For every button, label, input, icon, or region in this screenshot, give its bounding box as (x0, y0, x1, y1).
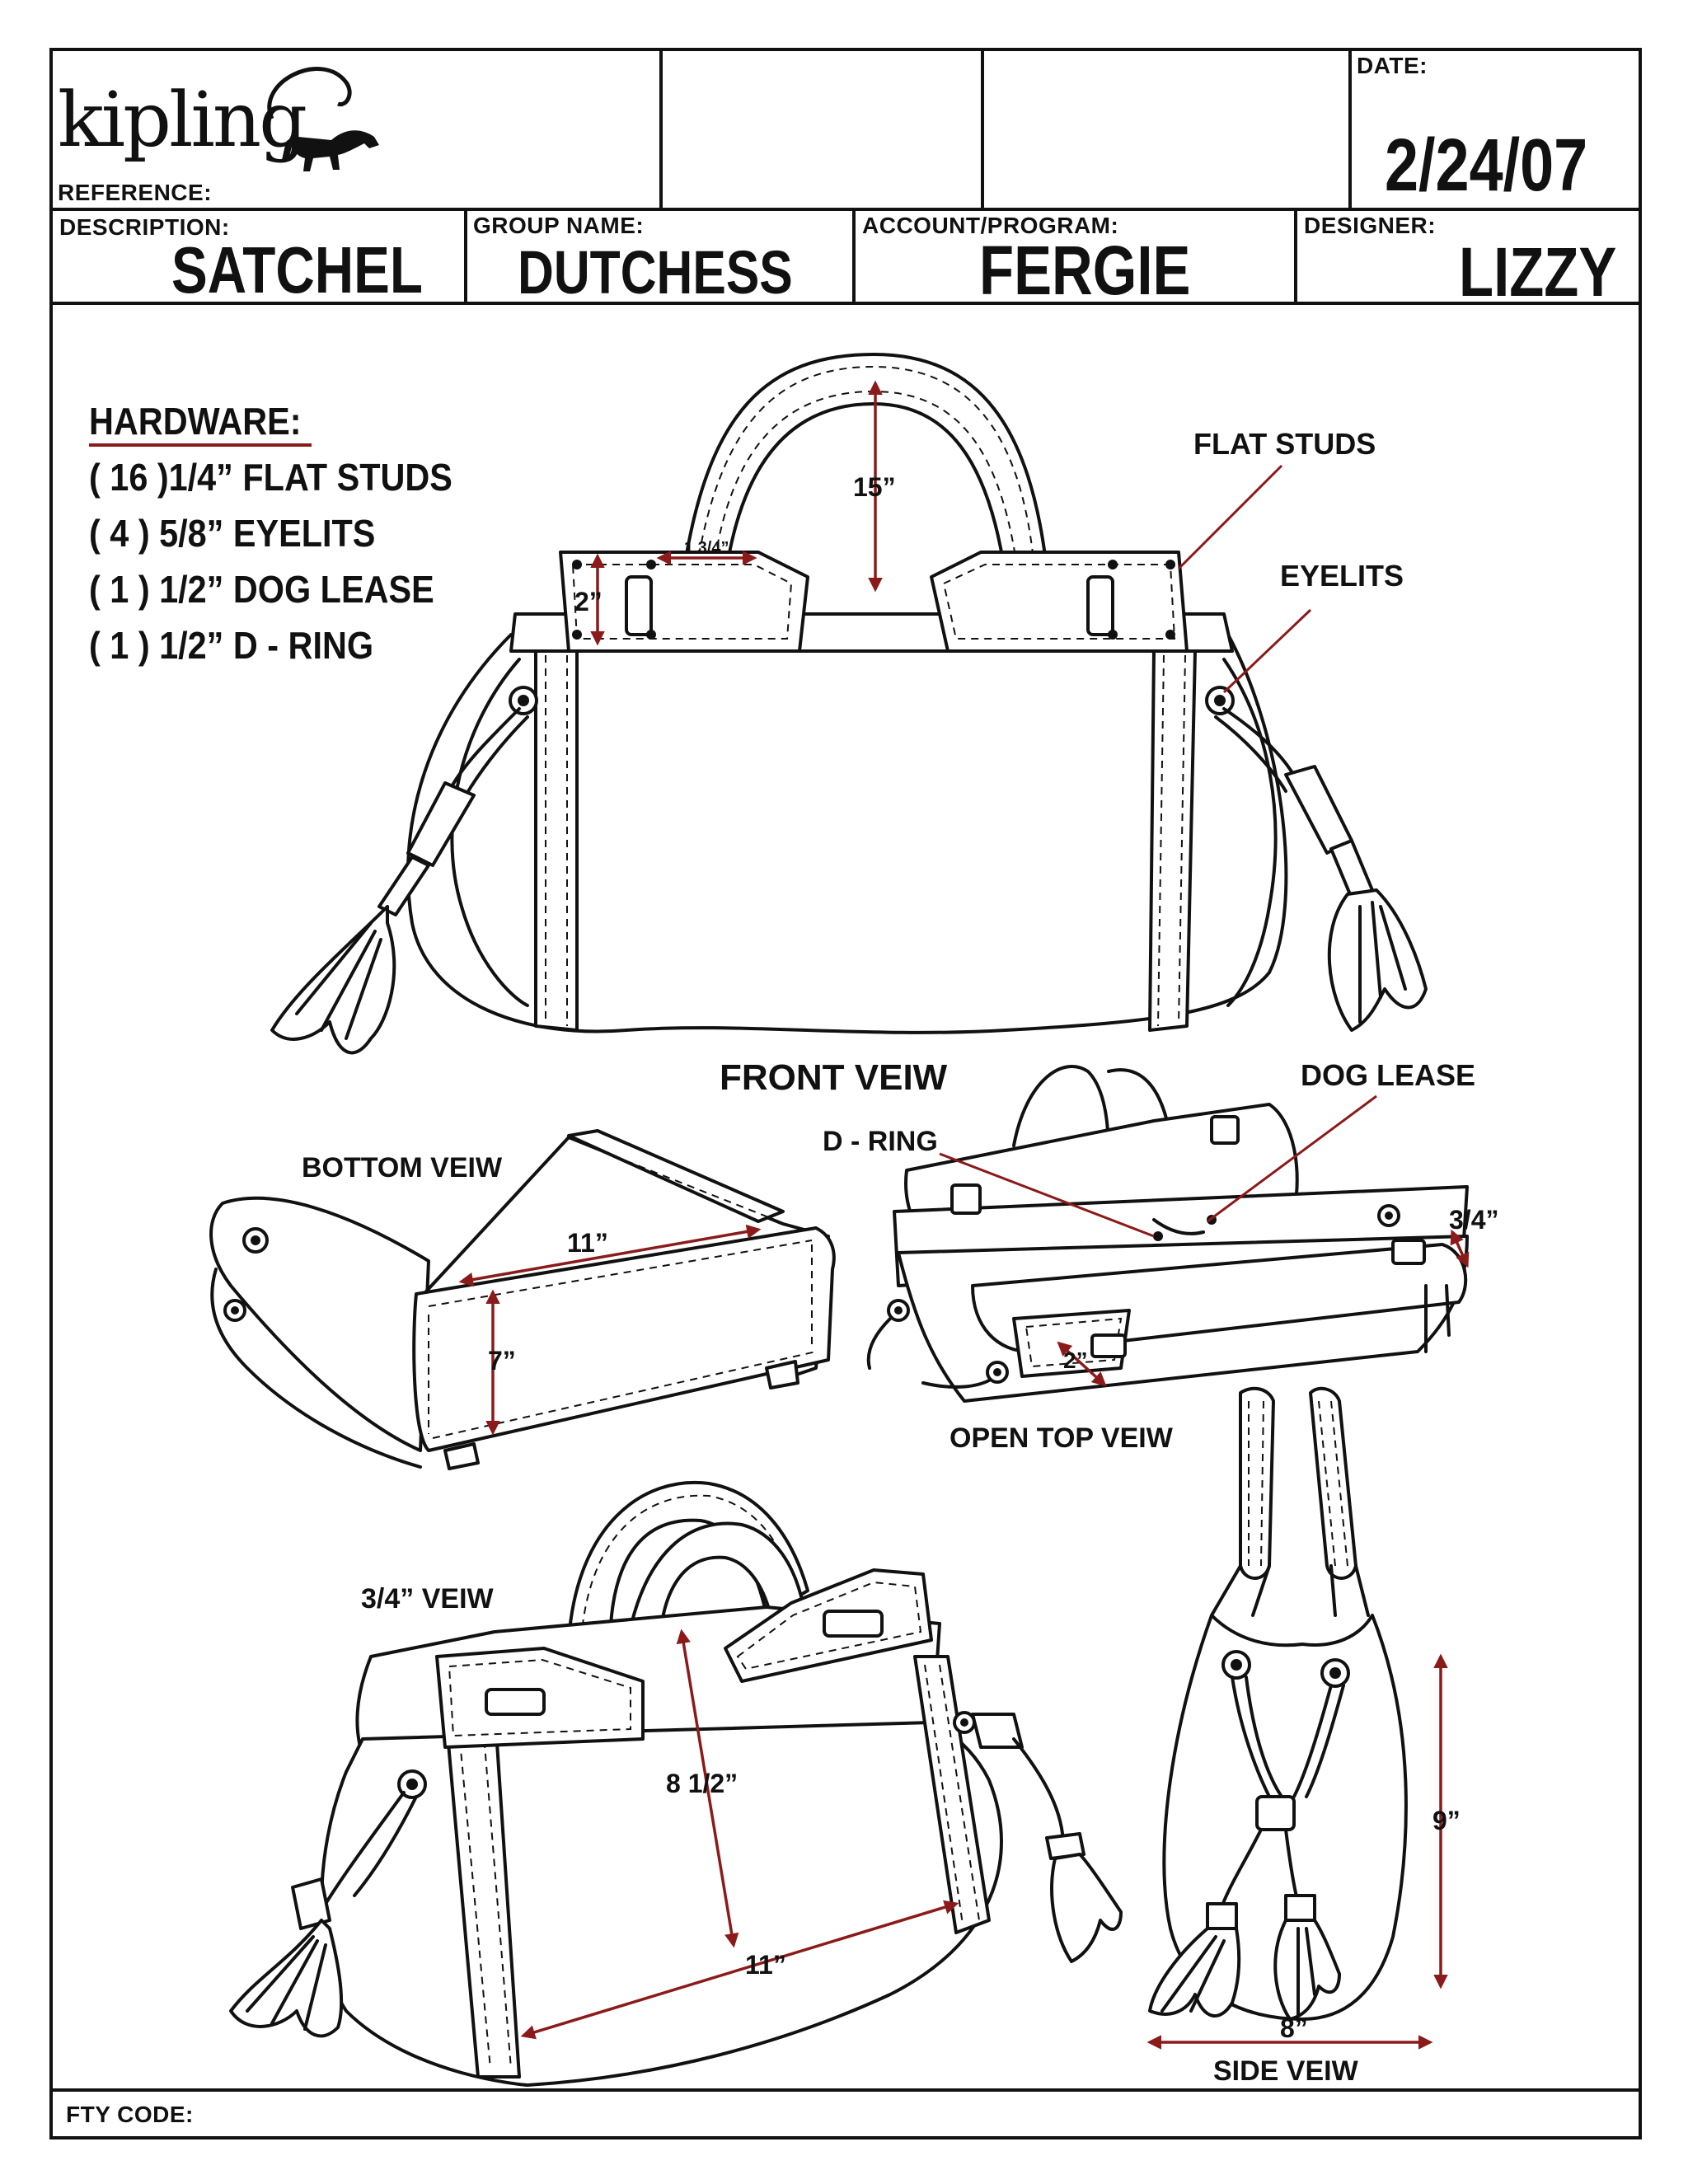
dimension-bottom-width: 7” (488, 1346, 516, 1376)
footer-frame (49, 2088, 1642, 2139)
dimension-side-width: 8” (1280, 2013, 1308, 2043)
monkey-icon (267, 67, 379, 171)
dimension-open-top-tab-2: 2” (1063, 1347, 1088, 1373)
description-value: SATCHEL (171, 233, 423, 307)
side-view-label: SIDE VEIW (1213, 2055, 1358, 2087)
header-row-divider (49, 208, 1642, 211)
open-top-view-label: OPEN TOP VEIW (950, 1422, 1173, 1454)
hardware-item: ( 1 ) 1/2” D - RING (89, 624, 374, 667)
dimension-body-length: 11” (745, 1950, 786, 1980)
dimension-tab-width: 1 3/4” (684, 539, 729, 557)
designer-label: DESIGNER: (1304, 213, 1437, 238)
dog-lease-callout: DOG LEASE (1301, 1058, 1476, 1092)
dimension-handle-height: 15” (853, 472, 896, 502)
header-divider (1294, 208, 1297, 305)
account-label: ACCOUNT/PROGRAM: (862, 213, 1119, 238)
bottom-view-label: BOTTOM VEIW (302, 1152, 503, 1183)
designer-value: LIZZY (1459, 233, 1617, 311)
group-name-label: GROUP NAME: (473, 213, 645, 238)
hardware-item: ( 1 ) 1/2” DOG LEASE (89, 568, 434, 611)
header-divider (464, 208, 467, 305)
front-view-label: FRONT VEIW (720, 1057, 948, 1098)
dimension-body-height: 8 1/2” (666, 1769, 738, 1798)
eyelits-callout: EYELITS (1280, 559, 1404, 593)
date-value: 2/24/07 (1385, 124, 1588, 207)
group-name-value: DUTCHESS (518, 238, 793, 307)
hardware-title: HARDWARE: (89, 400, 302, 443)
brand-wordmark: kipling (58, 76, 307, 164)
header-divider (659, 48, 663, 209)
hardware-underline (89, 443, 312, 447)
d-ring-callout: D - RING (823, 1126, 938, 1157)
dimension-open-top-tab: 3/4” (1449, 1205, 1499, 1235)
dimension-tab-height: 2” (574, 587, 603, 616)
account-value: FERGIE (979, 232, 1191, 309)
header-divider (981, 48, 984, 209)
three-quarter-view-label: 3/4” VEIW (361, 1583, 494, 1615)
front-view-drawing (270, 353, 1428, 1055)
reference-label: REFERENCE: (58, 180, 213, 205)
date-label: DATE: (1357, 53, 1428, 78)
open-top-view-drawing (866, 1065, 1469, 1403)
dimension-side-height: 9” (1432, 1806, 1461, 1835)
flat-studs-callout: FLAT STUDS (1193, 427, 1376, 461)
header-divider (1348, 48, 1352, 209)
hardware-item: ( 4 ) 5/8” EYELITS (89, 512, 376, 555)
dimension-bottom-length: 11” (567, 1228, 608, 1258)
fty-code-label: FTY CODE: (66, 2102, 194, 2127)
description-label: DESCRIPTION: (59, 214, 230, 240)
header-divider (852, 208, 856, 305)
brand-logo: kipling (58, 58, 379, 181)
side-view-drawing (1148, 1386, 1408, 2021)
hardware-item: ( 16 )1/4” FLAT STUDS (89, 456, 452, 499)
